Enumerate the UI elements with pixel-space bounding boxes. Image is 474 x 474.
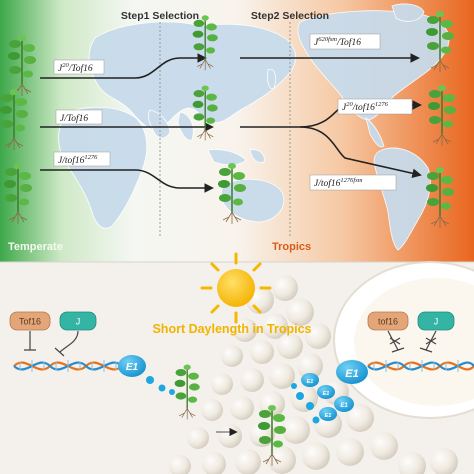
e1-small-dot <box>169 389 175 395</box>
e1-small-dot <box>306 402 314 410</box>
svg-text:tof16: tof16 <box>378 317 398 327</box>
e1-protein-left: E1 <box>118 355 146 377</box>
tropics-label: Tropics <box>272 241 311 253</box>
svg-text:E1: E1 <box>323 391 330 397</box>
j-factor-left: J <box>59 311 97 331</box>
step2-selection-label: Step2 Selection <box>251 10 329 22</box>
arrow-row3-step1 <box>40 169 214 193</box>
dna-helix-icon <box>13 360 123 372</box>
svg-text:J/Tof16: J/Tof16 <box>60 113 88 124</box>
dna-helix-icon <box>367 360 474 372</box>
e1-small-dot <box>312 416 320 424</box>
genotype-label-left-2: J/Tof16 <box>55 109 103 125</box>
j-factor-right: J <box>417 311 455 331</box>
e1-small-dot <box>158 384 166 392</box>
short-daylength-label: Short Daylength in Tropics <box>152 322 311 336</box>
svg-text:E1: E1 <box>345 368 358 380</box>
step1-selection-label: Step1 Selection <box>121 10 199 22</box>
tof16-factor-right: tof16 <box>367 311 409 331</box>
svg-text:J20/tof161276: J20/tof161276 <box>342 101 389 113</box>
temperate-label: Temperate <box>8 241 63 253</box>
e1-small-dot <box>291 383 297 389</box>
svg-text:J620fsm/Tof16: J620fsm/Tof16 <box>314 36 361 48</box>
svg-text:E1: E1 <box>340 403 348 409</box>
e1-protein-right-cluster: E1 E1 E1 E1 <box>301 373 354 421</box>
inhibition-arrow-icon <box>24 330 79 357</box>
e1-protein-right-large: E1 <box>336 360 368 384</box>
genotype-label-left-1: J20/Tof16 <box>53 59 105 75</box>
sun-icon <box>200 252 272 324</box>
svg-text:E1: E1 <box>307 379 314 385</box>
e1-small-dot <box>146 376 154 384</box>
svg-text:Tof16: Tof16 <box>19 317 41 327</box>
svg-text:J: J <box>76 317 81 327</box>
top-panel: Step1 Selection Step2 Selection J20/Tof1… <box>0 0 474 262</box>
bottom-panel: Short Daylength in Tropics Tof16 J <box>0 252 474 474</box>
genotype-label-left-3: J/tof161276 <box>53 151 111 167</box>
tof16-factor-left: Tof16 <box>9 311 51 331</box>
soy-milk-bowl <box>333 261 474 419</box>
genotype-label-right-1: J620fsm/Tof16 <box>309 33 381 50</box>
svg-text:J/tof161276fsm: J/tof161276fsm <box>314 177 363 189</box>
svg-text:E1: E1 <box>325 413 332 419</box>
genotype-label-right-2: J20/tof161276 <box>337 98 413 115</box>
soybean-plant-icon <box>8 35 36 96</box>
e1-small-dot <box>296 392 304 400</box>
selection-arrows <box>40 53 422 193</box>
svg-text:E1: E1 <box>126 362 139 373</box>
svg-text:J: J <box>434 317 439 327</box>
arrow-row2-step2-lower <box>299 126 422 178</box>
arrow-row1-step1 <box>40 53 207 79</box>
svg-text:J/tof161276: J/tof161276 <box>58 154 98 166</box>
inhibition-arrow-icon <box>387 330 437 353</box>
genotype-label-right-3: J/tof161276fsm <box>309 174 397 191</box>
svg-text:J20/Tof16: J20/Tof16 <box>58 62 93 74</box>
